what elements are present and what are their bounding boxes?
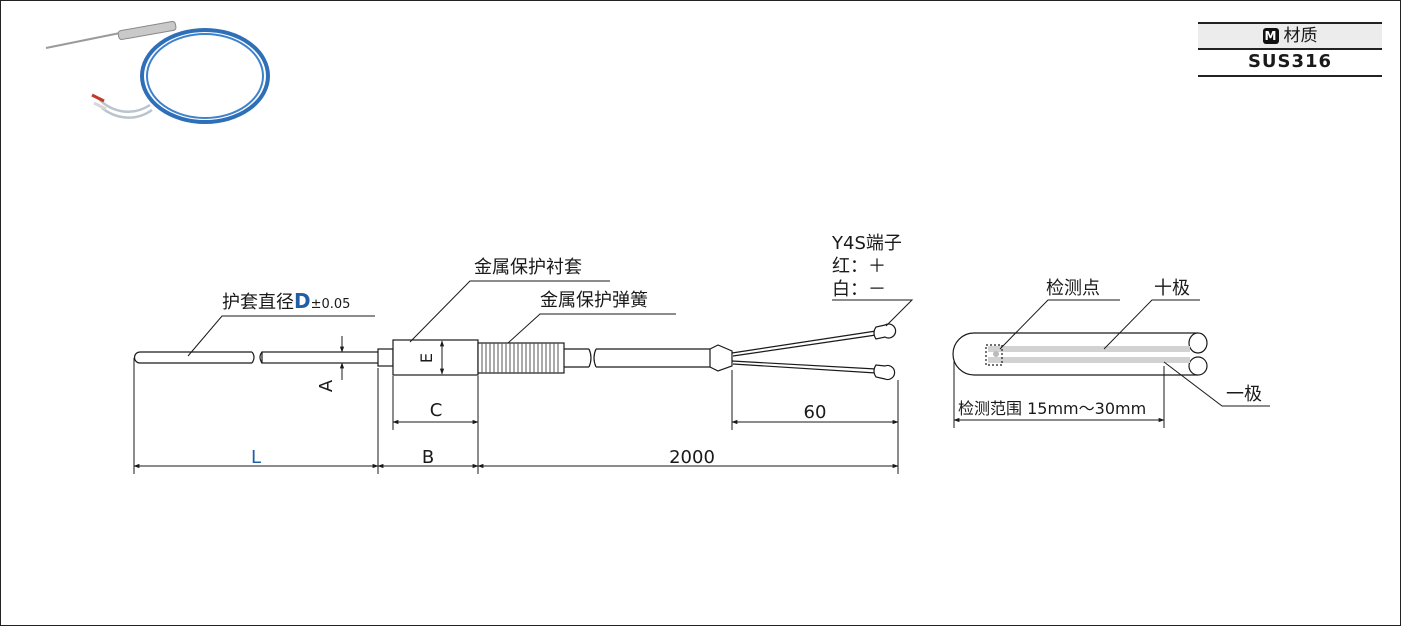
sensor-side-view bbox=[133, 323, 897, 381]
wire-minus bbox=[731, 360, 877, 374]
material-rule-bottom bbox=[1198, 75, 1382, 77]
plus-pole-label: 十极 bbox=[1154, 278, 1190, 299]
dim-C: C bbox=[430, 400, 443, 421]
sheath-tip bbox=[133, 351, 252, 364]
leader-lines bbox=[187, 280, 914, 357]
metal-spring bbox=[477, 342, 565, 374]
detect-point-label: 检测点 bbox=[1046, 278, 1100, 299]
metal-spring-label: 金属保护弹簧 bbox=[540, 290, 648, 311]
dim-2000: 2000 bbox=[669, 447, 715, 468]
material-rule-top bbox=[1198, 22, 1382, 24]
dimension-lines bbox=[133, 336, 899, 474]
cable-right bbox=[596, 348, 710, 368]
white-wire-label: 白：－ bbox=[832, 279, 886, 300]
cable-boot bbox=[709, 344, 733, 372]
red-wire-label: 红：＋ bbox=[832, 256, 886, 277]
dim-B: B bbox=[422, 447, 434, 468]
tip-end-top bbox=[1188, 332, 1208, 354]
detect-junction bbox=[993, 351, 999, 357]
material-rule-mid bbox=[1198, 48, 1382, 50]
tip-end-bottom bbox=[1188, 356, 1208, 376]
detect-range-label: 检测范围 15mm～30mm bbox=[958, 399, 1146, 418]
material-value: SUS316 bbox=[1247, 51, 1333, 72]
dim-L: L bbox=[251, 447, 261, 468]
tip-outline bbox=[952, 332, 1198, 376]
product-photo bbox=[45, 21, 270, 124]
metal-sleeve-label: 金属保护衬套 bbox=[474, 257, 582, 278]
wire-plus bbox=[731, 330, 877, 357]
sheath-rod bbox=[261, 351, 381, 364]
dim-60: 60 bbox=[804, 402, 827, 423]
sheath-diameter-label: 护套直径D±0.05 bbox=[222, 289, 350, 313]
minus-pole-label: 一极 bbox=[1226, 384, 1262, 405]
cable-left bbox=[564, 348, 589, 368]
material-badge-icon: M bbox=[1262, 28, 1279, 44]
terminal-label: Y4S端子 bbox=[831, 233, 902, 254]
dim-E: E bbox=[417, 353, 436, 363]
terminal-minus bbox=[873, 364, 896, 381]
minus-conductor bbox=[988, 357, 1190, 363]
material-label: 材质 bbox=[1283, 26, 1318, 46]
terminal-plus bbox=[873, 323, 897, 340]
dim-A: A bbox=[316, 379, 337, 392]
sheath-collar bbox=[377, 348, 394, 367]
detect-point-box bbox=[985, 344, 1003, 366]
plus-conductor bbox=[988, 346, 1190, 352]
tip-detail bbox=[952, 299, 1270, 428]
